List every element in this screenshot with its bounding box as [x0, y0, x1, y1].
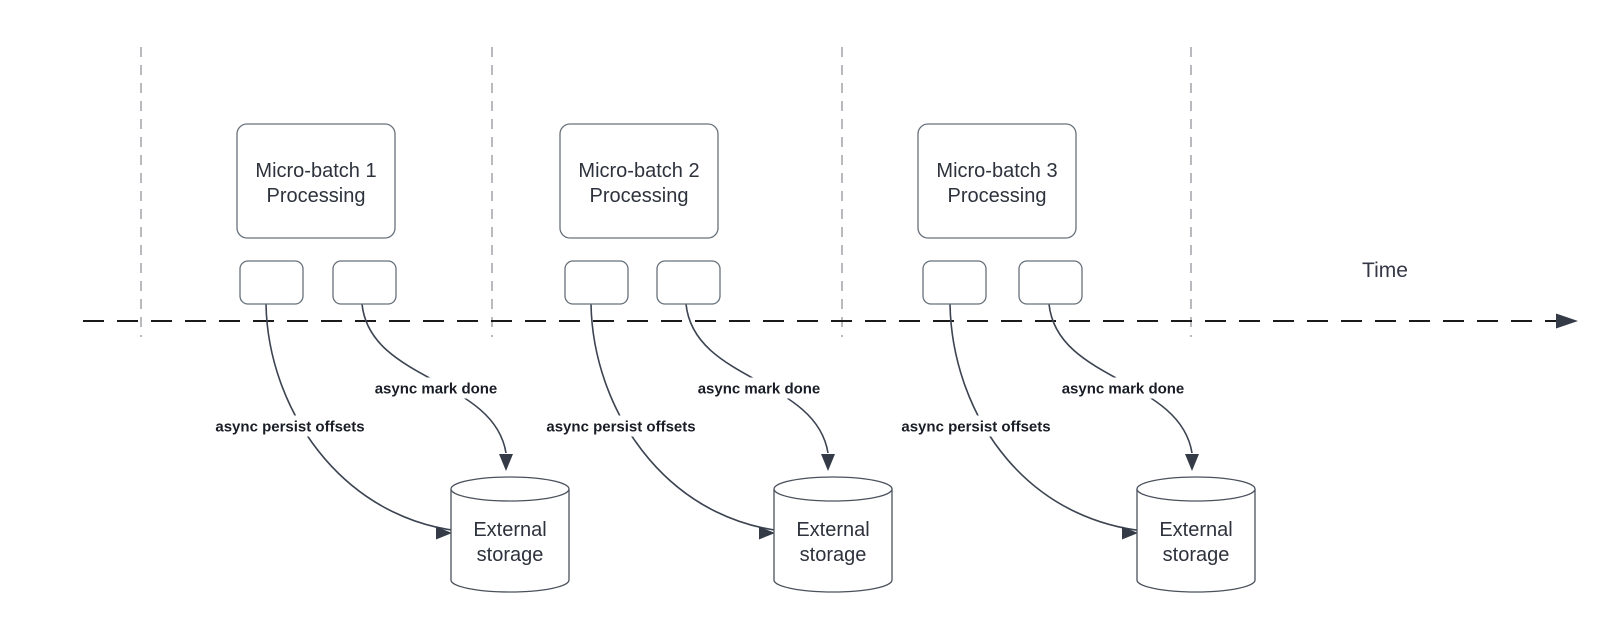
processing-box: [917, 123, 1077, 239]
external-storage-cylinder-body: [1136, 489, 1256, 593]
section-micro-batch-2: async persist offsets async mark done Mi…: [530, 123, 893, 593]
mark-done-label: async mark done: [375, 381, 498, 398]
processing-box-title: Micro-batch 3: [936, 160, 1057, 182]
persist-offsets-label-bg: [530, 415, 712, 437]
processing-box-subtitle: Processing: [948, 185, 1047, 207]
processing-box: [559, 123, 719, 239]
mark-done-label: async mark done: [1062, 381, 1185, 398]
external-storage-cylinder-top: [773, 476, 893, 502]
processing-box-subtitle: Processing: [590, 185, 689, 207]
persist-offsets-connector: [590, 303, 806, 534]
commit-task-box: [656, 260, 721, 305]
persist-offsets-label: async persist offsets: [546, 419, 695, 436]
processing-box-title: Micro-batch 1: [255, 160, 376, 182]
mark-done-arrowhead-icon: [821, 454, 835, 471]
mark-done-label-bg: [362, 377, 510, 399]
persist-offsets-label: async persist offsets: [901, 419, 1050, 436]
offsets-task-box: [239, 260, 304, 305]
mark-done-arrowhead-icon: [499, 454, 513, 471]
external-storage-cylinder-top: [450, 476, 570, 502]
mark-done-arrowhead-icon: [1185, 454, 1199, 471]
persist-offsets-label: async persist offsets: [215, 419, 364, 436]
external-storage-label-line2: storage: [1163, 544, 1230, 566]
time-axis-arrowhead-icon: [1556, 313, 1578, 329]
processing-box: [236, 123, 396, 239]
persist-offsets-label-bg: [199, 415, 381, 437]
processing-box-subtitle: Processing: [267, 185, 366, 207]
time-axis-label: Time: [1362, 259, 1408, 282]
mark-done-label-bg: [685, 377, 833, 399]
external-storage-cylinder-body: [773, 489, 893, 593]
external-storage-label-line2: storage: [477, 544, 544, 566]
external-storage-label-line2: storage: [800, 544, 867, 566]
offsets-task-box: [922, 260, 987, 305]
persist-offsets-arrowhead-icon: [1122, 526, 1138, 540]
section-micro-batch-1: async persist offsets async mark done Mi…: [199, 123, 570, 593]
section-micro-batch-3: async persist offsets async mark done Mi…: [885, 123, 1256, 593]
commit-task-box: [332, 260, 397, 305]
external-storage-cylinder-body: [450, 489, 570, 593]
offsets-task-box: [564, 260, 629, 305]
persist-offsets-connector: [265, 303, 483, 534]
persist-offsets-arrowhead-icon: [436, 526, 452, 540]
external-storage-cylinder-top: [1136, 476, 1256, 502]
external-storage-label-line1: External: [1159, 519, 1232, 541]
mark-done-label-bg: [1049, 377, 1197, 399]
processing-box-title: Micro-batch 2: [578, 160, 699, 182]
external-storage-label-line1: External: [796, 519, 869, 541]
persist-offsets-arrowhead-icon: [759, 526, 775, 540]
persist-offsets-label-bg: [885, 415, 1067, 437]
mark-done-label: async mark done: [698, 381, 821, 398]
commit-task-box: [1018, 260, 1083, 305]
persist-offsets-connector: [949, 303, 1169, 534]
external-storage-label-line1: External: [473, 519, 546, 541]
